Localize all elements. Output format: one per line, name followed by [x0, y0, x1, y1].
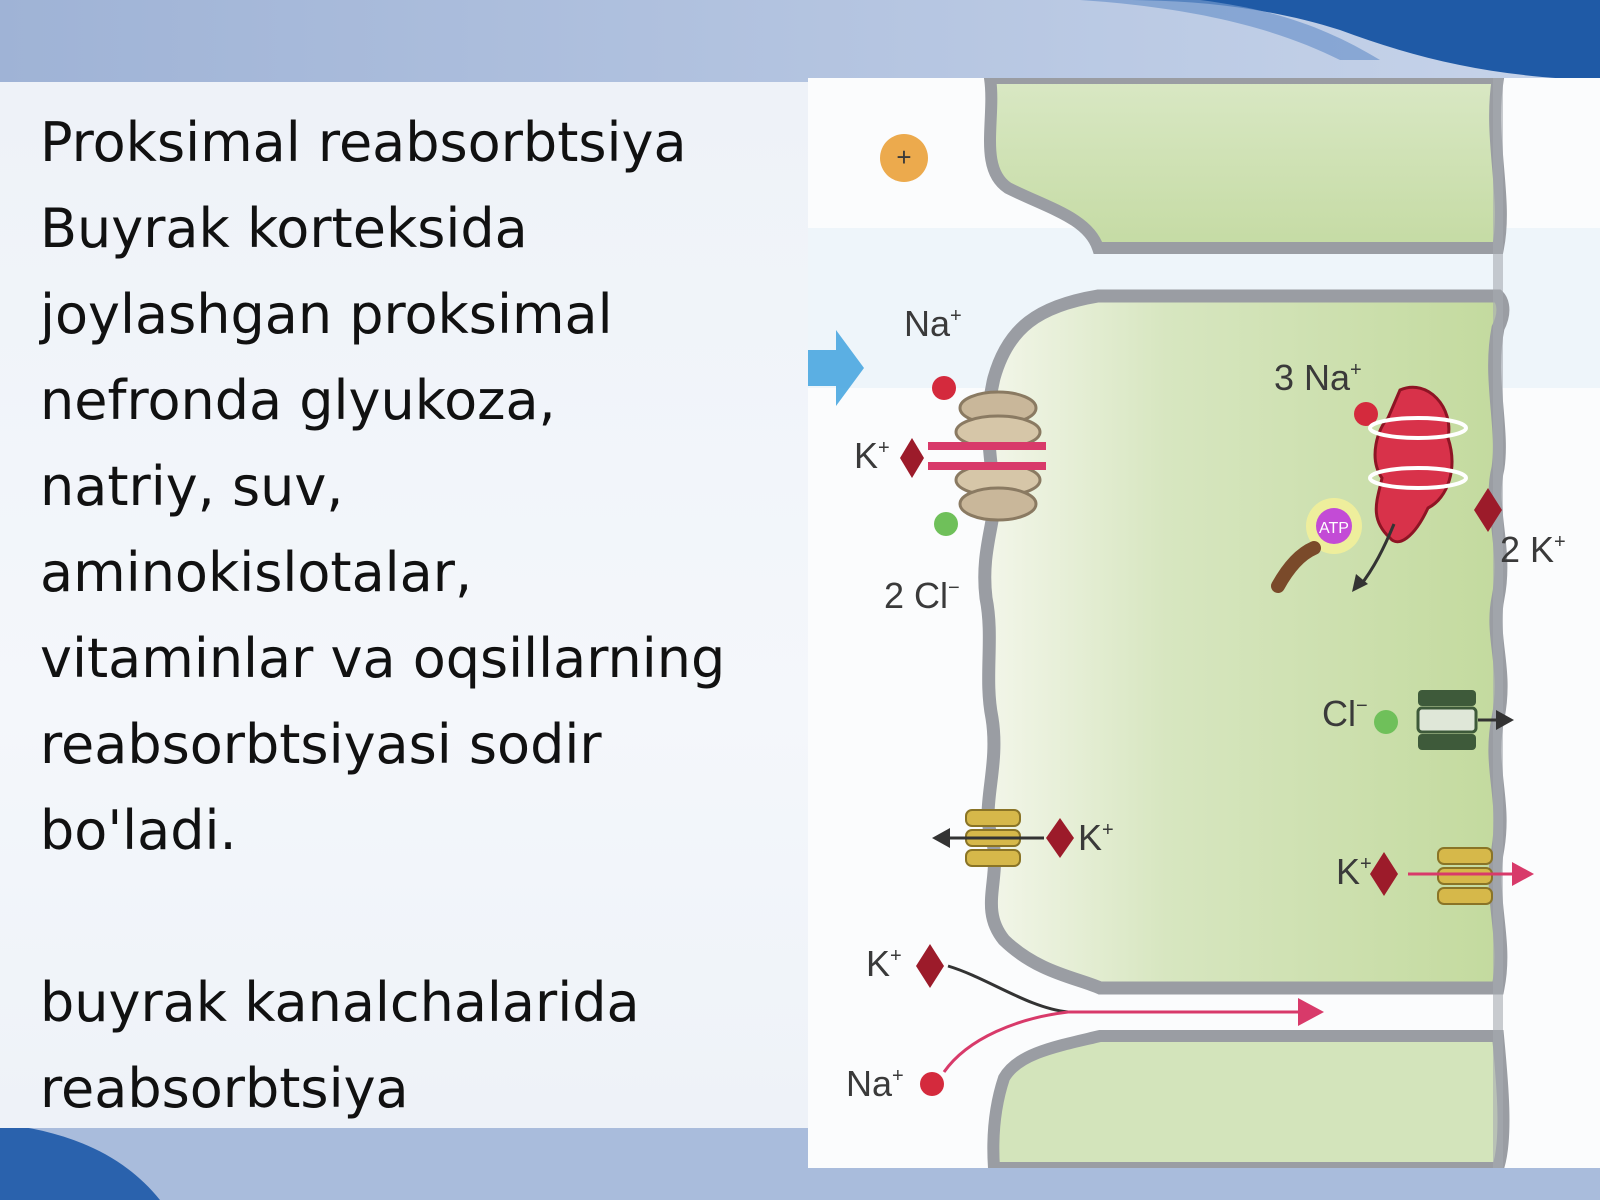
label-2-k: 2 K+ — [1500, 529, 1566, 570]
label-cl-right: Cl− — [1322, 693, 1368, 734]
paragraph-line: natriy, suv, — [40, 455, 344, 518]
paracellular-arrow-k — [947, 964, 1069, 1014]
label-k-top: K+ — [854, 435, 890, 476]
paragraph-gap — [40, 874, 800, 960]
k-ion — [900, 438, 924, 478]
plus-charge-label: + — [896, 142, 911, 172]
label-k-bottom: K+ — [866, 943, 902, 984]
caption-line: buyrak kanalchalarida — [40, 971, 640, 1034]
k-ion — [1474, 488, 1502, 532]
caption-line: reabsorbtsiya — [40, 1057, 409, 1120]
atp-label: ATP — [1319, 520, 1349, 537]
atp-burst-icon: ATP — [1306, 498, 1362, 554]
cl-ion — [1374, 710, 1398, 734]
paragraph-line: bo'ladi. — [40, 799, 237, 862]
cl-ion — [934, 512, 958, 536]
na-ion — [1354, 402, 1378, 426]
k-ion — [916, 944, 944, 988]
paragraph-line: joylashgan proksimal — [40, 283, 613, 346]
top-wave-light — [1080, 0, 1380, 60]
lower-cell — [987, 1030, 1510, 1168]
adp-chain — [1271, 541, 1321, 593]
cl-arrowhead — [1496, 710, 1514, 730]
paragraph-line: reabsorbtsiyasi sodir — [40, 713, 602, 776]
na-ion — [932, 376, 956, 400]
flow-arrow-icon — [808, 330, 864, 406]
k-efflux-arrowhead-left — [932, 828, 950, 848]
cl-channel — [1416, 690, 1478, 750]
paragraph-line: nefronda glyukoza, — [40, 369, 556, 432]
k-channel-right — [1437, 847, 1493, 905]
paracellular-arrowhead — [1298, 998, 1324, 1026]
label-k-mid-right: K+ — [1336, 851, 1372, 892]
body-text: Proksimal reabsorbtsiya Buyrak korteksid… — [40, 100, 800, 1132]
plus-charge-icon — [880, 134, 928, 182]
top-wave-dark — [1120, 0, 1600, 80]
text-panel — [0, 82, 808, 1128]
bottom-wave-dark — [0, 1124, 160, 1200]
paragraph-line: Buyrak korteksida — [40, 197, 528, 260]
nkcc-cotransporter — [928, 390, 1046, 522]
paragraph-line: Proksimal reabsorbtsiya — [40, 111, 687, 174]
k-ion — [1370, 852, 1398, 896]
paragraph-line: vitaminlar va oqsillarning — [40, 627, 726, 690]
label-na-top: Na+ — [904, 303, 962, 344]
paragraph-line: aminokislotalar, — [40, 541, 473, 604]
na-k-atpase-pump — [1368, 385, 1468, 544]
k-ion — [1046, 818, 1074, 858]
k-efflux-arrowhead-right — [1512, 862, 1534, 886]
cell-transport-diagram: + Na+ K+ 2 Cl− 3 Na+ 2 K+ ATP — [808, 78, 1600, 1168]
label-na-bottom: Na+ — [846, 1063, 904, 1104]
atp-arrowhead — [1352, 574, 1368, 592]
upper-cell — [983, 78, 1507, 254]
paracellular-arrow-na — [942, 1010, 1069, 1073]
na-ion — [920, 1072, 944, 1096]
label-3-na: 3 Na+ — [1274, 357, 1362, 398]
label-k-mid-left: K+ — [1078, 817, 1114, 858]
label-2-cl: 2 Cl− — [884, 575, 960, 616]
